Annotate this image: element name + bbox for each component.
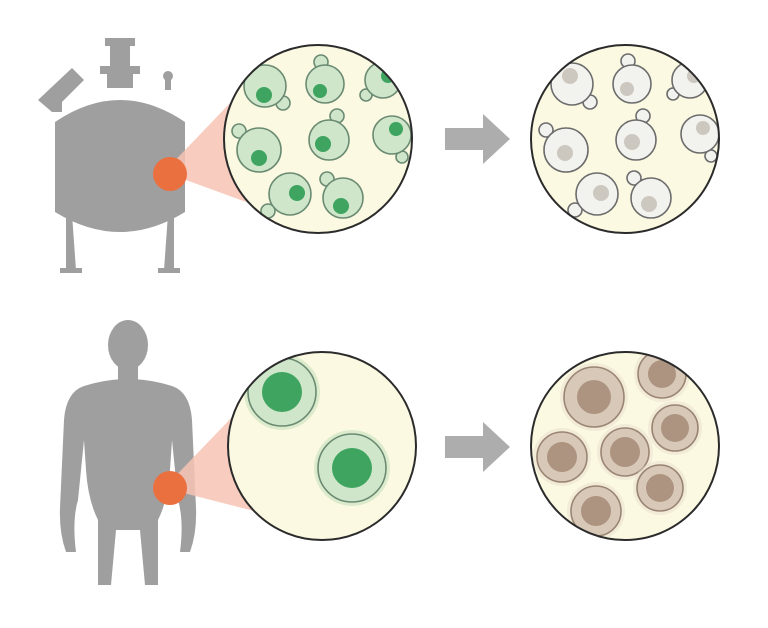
focus-dot-body: [153, 471, 187, 505]
human-cell: [633, 461, 687, 515]
focus-dot-tank: [153, 157, 187, 191]
yeast-cell: [615, 108, 657, 161]
human-cell: [567, 482, 625, 540]
yeast-cell: [231, 123, 282, 173]
bioreactor-tank-icon: [38, 38, 185, 273]
yeast-cell: [243, 64, 291, 111]
yeast-cell: [680, 114, 719, 163]
yeast-cell: [260, 172, 312, 219]
yeast-cell: [612, 53, 652, 104]
magnified-view-green-yeast: [223, 44, 413, 234]
human-cell: [597, 424, 653, 480]
human-cell: [244, 354, 320, 430]
human-body-icon: [59, 320, 197, 585]
magnified-view-white-yeast: [530, 44, 720, 234]
human-cell: [648, 401, 702, 455]
yeast-cell: [567, 172, 619, 218]
human-cell: [560, 363, 628, 431]
magnified-view-green-cells: [227, 351, 417, 541]
human-cell: [314, 430, 390, 506]
yeast-cell: [319, 171, 364, 219]
arrow-right-icon: [445, 422, 510, 472]
yeast-cell: [305, 54, 345, 104]
yeast-cell: [308, 108, 350, 161]
yeast-cell: [550, 62, 598, 110]
human-cell: [533, 428, 591, 486]
yeast-cell: [626, 170, 672, 219]
arrow-right-icon: [445, 114, 510, 164]
magnified-view-brown-cells: [530, 351, 720, 541]
yeast-cell: [538, 122, 589, 173]
